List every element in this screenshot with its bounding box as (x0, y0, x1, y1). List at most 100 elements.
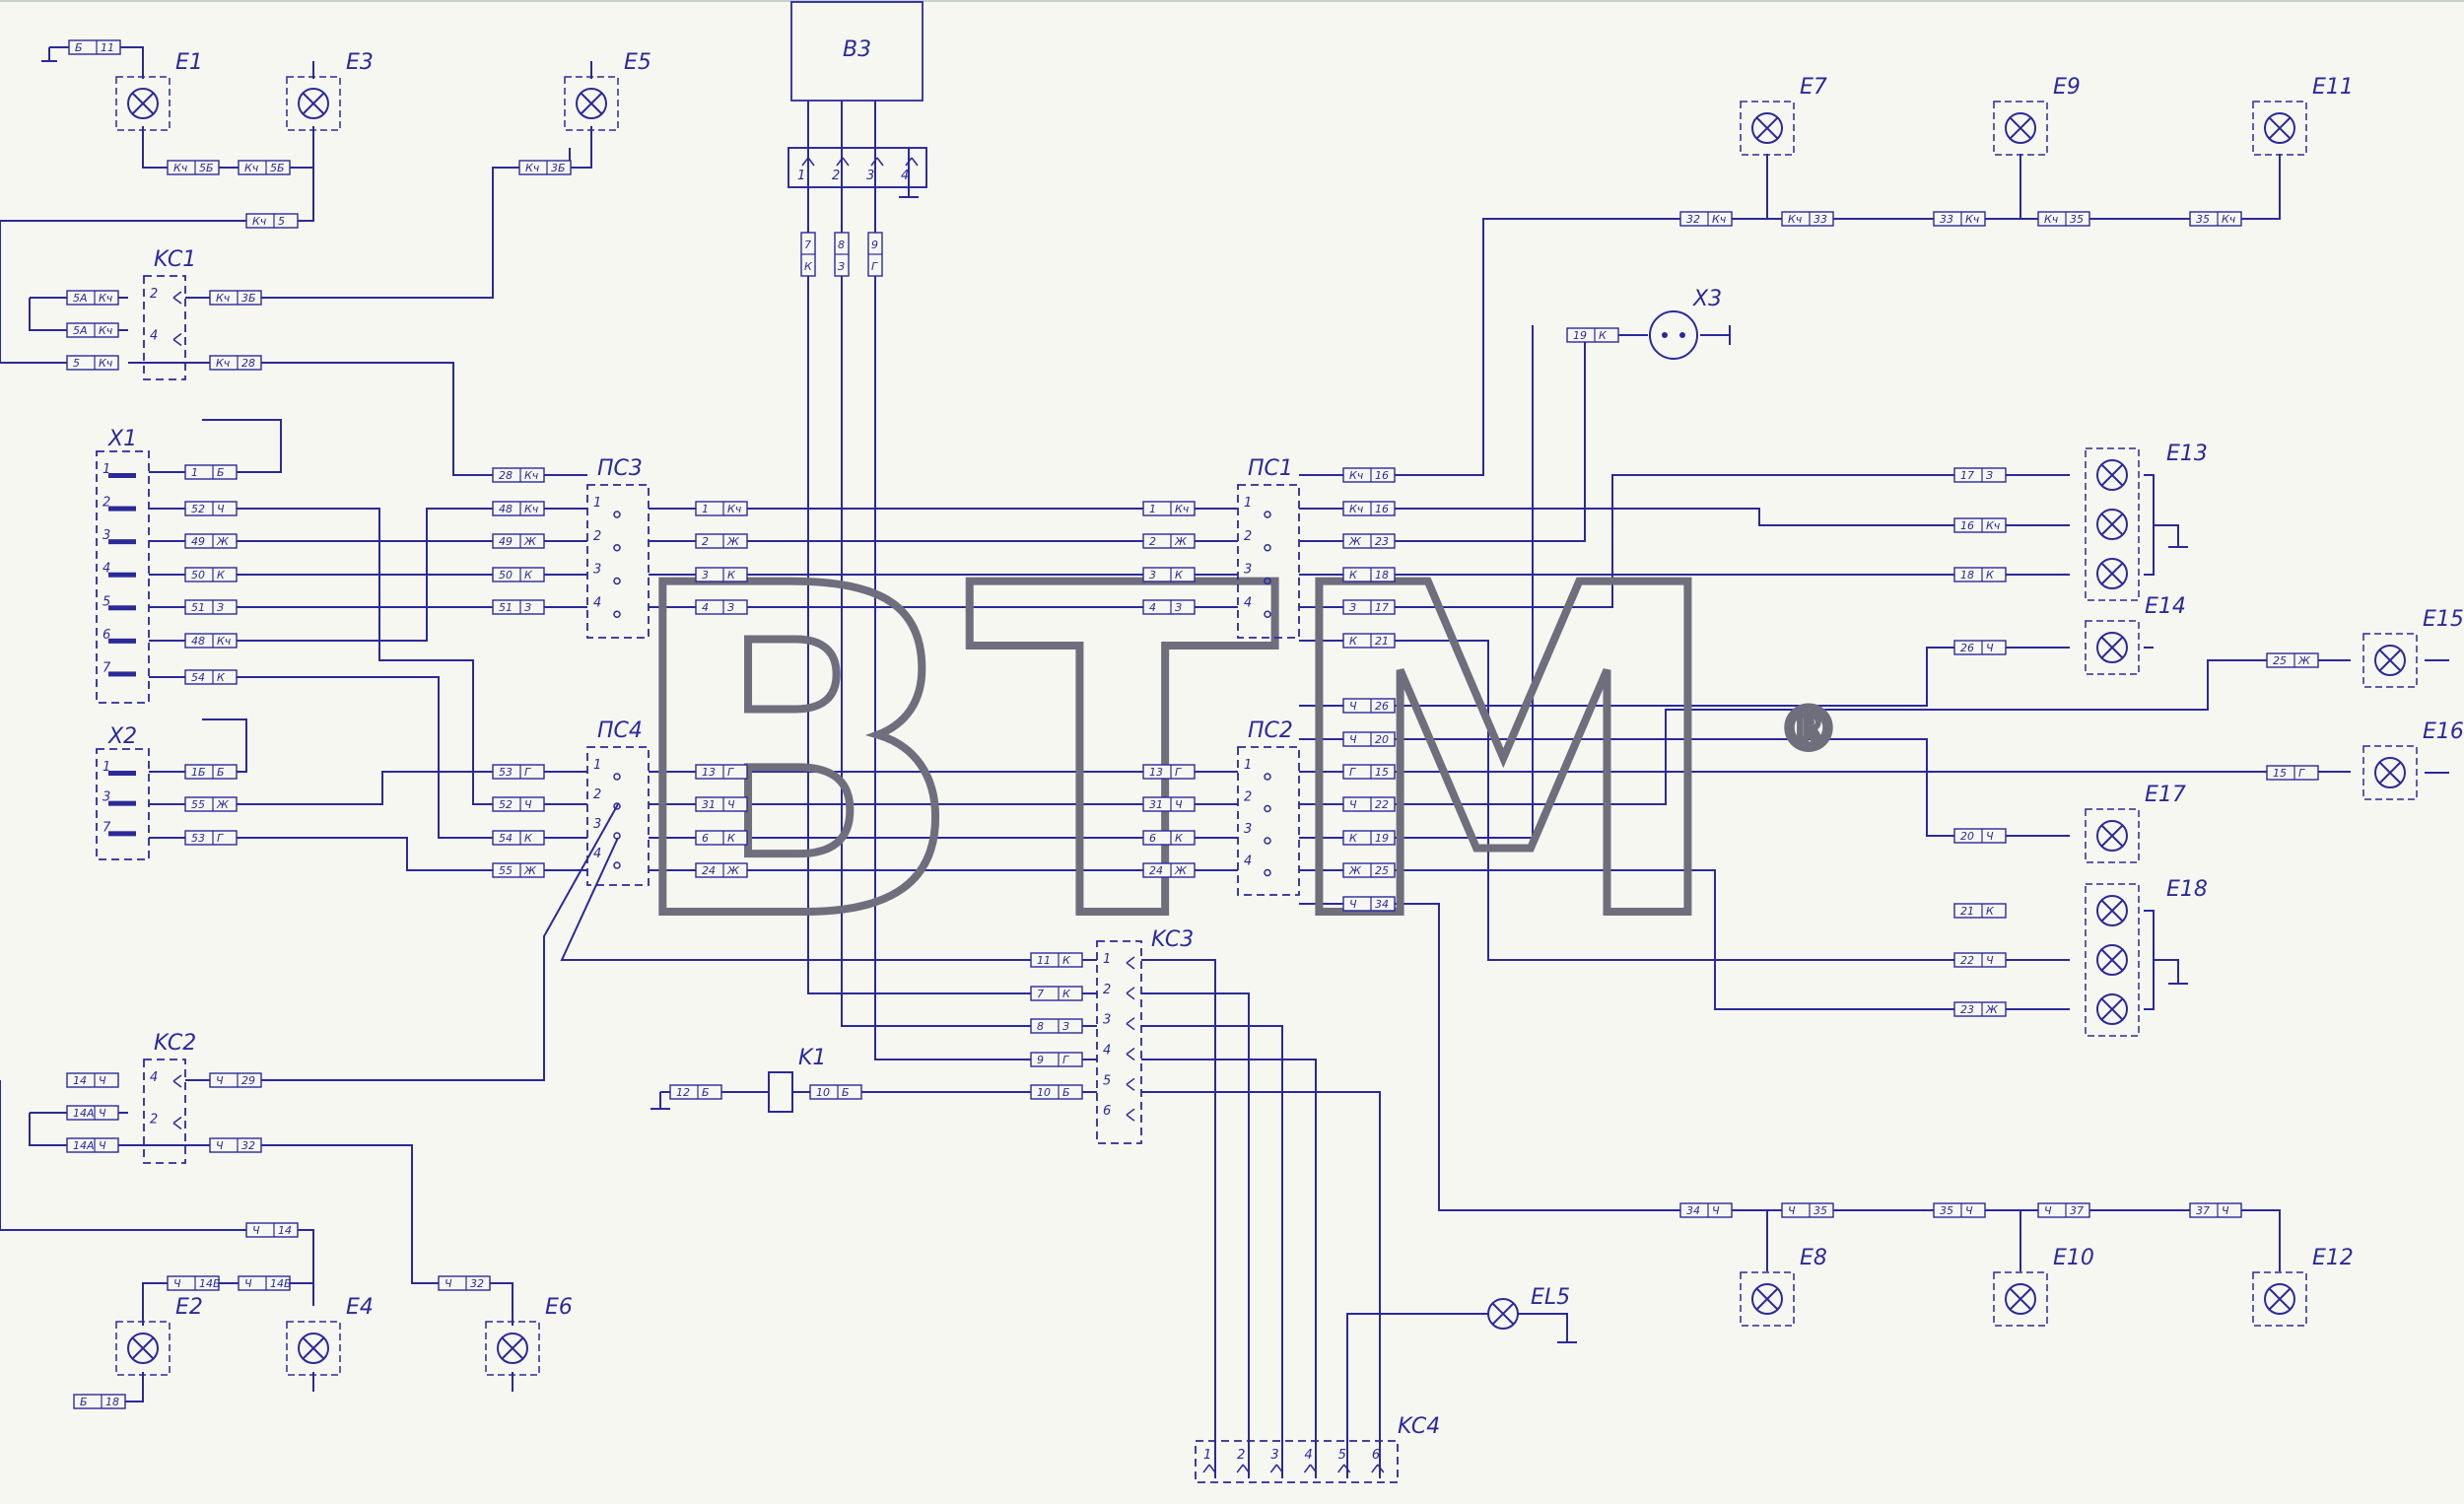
tag-color: З (1986, 469, 1993, 482)
box-outline (96, 748, 150, 860)
tag-color: З (1062, 1020, 1069, 1033)
tag-box (1342, 764, 1396, 780)
box-label: KC4 (1398, 1414, 1440, 1439)
tag-box (68, 39, 121, 55)
tag-color: Кч (1965, 213, 1980, 226)
tag-box (184, 669, 238, 685)
tag-number: 23 (1960, 1003, 1974, 1016)
tag-box (1953, 640, 2007, 655)
tag-color: 5Б (199, 162, 214, 174)
lamp-cross (2101, 900, 2123, 922)
tag-box (1142, 830, 1196, 846)
pin-arrow-icon (1126, 956, 1135, 970)
tag-box (1953, 952, 2007, 968)
tag-color: 5Б (270, 162, 285, 174)
lamp-icon (298, 1333, 329, 1364)
pin-arrow-icon (836, 157, 850, 167)
tag-color: Ч (727, 798, 735, 811)
component-label: X3 (1692, 287, 1722, 311)
lamp-cross (2101, 464, 2123, 486)
component-e1: E1 (115, 50, 203, 131)
tag-color: 5 (278, 215, 285, 228)
component-label: E18 (2166, 877, 2208, 902)
tag-color: Ч (524, 798, 532, 811)
tag-number: 53 (499, 766, 513, 779)
tag-number: Ч (2044, 1204, 2052, 1217)
tag-number: 48 (191, 635, 205, 648)
tag-number: 14А (73, 1107, 95, 1120)
tag-box (492, 599, 545, 615)
lamp-icon (2096, 895, 2128, 926)
tag-box (1030, 1018, 1083, 1034)
pin-label: 4 (1244, 595, 1252, 610)
lamp-icon (2096, 993, 2128, 1025)
component-label: E8 (1800, 1246, 1827, 1270)
switch-contact (1264, 511, 1271, 518)
tag-color: Кч (1986, 519, 2001, 532)
tag-color: Кч (99, 357, 113, 370)
tag-number: 53 (191, 832, 205, 845)
tag-color: 28 (241, 357, 255, 370)
tag-color: Б (1062, 1086, 1070, 1099)
pin-arrow-icon (1126, 987, 1135, 1000)
tag-number: 3 (702, 569, 709, 581)
box-outline (1096, 940, 1142, 1144)
tag-number: Кч (1788, 213, 1803, 226)
tag-box (2037, 211, 2090, 227)
tag-box (492, 862, 545, 878)
tag-box (695, 764, 748, 780)
tag-number: Ж (1348, 535, 1362, 548)
tag-color: 15 (1375, 766, 1389, 779)
socket-icon (1649, 310, 1698, 360)
tag-box (73, 1394, 126, 1409)
component-e16: E16 (2362, 719, 2464, 800)
tag-box (66, 355, 119, 371)
tag-number: Кч (525, 162, 540, 174)
tag-box (1679, 1202, 1733, 1218)
pin-label: 2 (1103, 983, 1111, 997)
tag-number: 9 (871, 239, 878, 251)
component-e5: E5 (564, 50, 651, 131)
tag-color: 32 (470, 1277, 484, 1290)
tag-box (184, 533, 238, 549)
tag-box (695, 796, 748, 812)
tag-number: 52 (191, 503, 205, 515)
tag-color: Кч (99, 324, 113, 337)
lamp-housing (1740, 101, 1795, 156)
tag-number: 35 (2196, 213, 2210, 226)
tag-number: 10 (816, 1086, 830, 1099)
tag-box (669, 1084, 722, 1100)
tag-color: К (1175, 832, 1184, 845)
tag-color: 34 (1375, 898, 1389, 911)
box-outline (790, 1, 924, 102)
box-label: B3 (843, 37, 871, 62)
component-e13: E13 (2085, 442, 2208, 601)
box-outline (1237, 746, 1300, 896)
tag-number: 50 (499, 569, 513, 581)
switch-contact (613, 861, 621, 869)
tag-color: Ч (217, 503, 225, 515)
component-label: E2 (175, 1295, 203, 1320)
pin-label: 5 (1338, 1448, 1346, 1463)
tag-box (66, 322, 119, 338)
tag-box (1030, 1052, 1083, 1067)
tag-box (2189, 1202, 2242, 1218)
box-outline (143, 275, 186, 380)
bulb-cross (1492, 1303, 1514, 1325)
tag-box (1781, 211, 1834, 227)
